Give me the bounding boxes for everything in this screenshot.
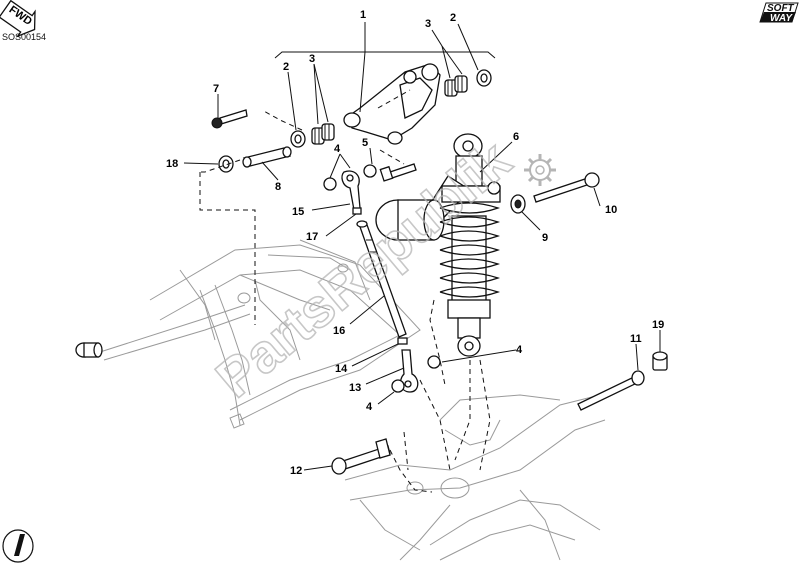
callout-6: 6 xyxy=(513,131,519,143)
rod-end-bottom xyxy=(391,337,441,393)
callout-4-top: 4 xyxy=(334,143,341,155)
callout-5: 5 xyxy=(362,137,368,149)
callout-labels: 1 2 3 2 3 7 4 5 6 18 8 15 17 10 9 16 14 … xyxy=(166,9,664,477)
rocker-bearings-left xyxy=(290,123,335,148)
nut-19 xyxy=(652,351,668,371)
page-tag-icon xyxy=(2,529,34,563)
callout-15: 15 xyxy=(292,206,304,218)
tie-rod-16 xyxy=(356,220,407,338)
bushing-8 xyxy=(242,146,292,168)
bolt-11 xyxy=(577,370,645,411)
rod-end-top xyxy=(323,170,362,215)
callout-9: 9 xyxy=(542,232,548,244)
callout-3-right: 3 xyxy=(425,18,431,30)
assembly-guides xyxy=(199,89,491,493)
callout-7: 7 xyxy=(213,83,219,95)
drawing-code: SOS00154 xyxy=(2,32,47,42)
callout-3-left: 3 xyxy=(309,53,315,65)
bolt-5 xyxy=(363,163,417,182)
frame-outline xyxy=(99,239,421,429)
brand-bottom-text: WAY xyxy=(770,13,793,24)
brand-top-text: SOFT xyxy=(767,3,795,14)
bolt-7 xyxy=(211,109,248,129)
callout-8: 8 xyxy=(275,181,281,193)
callout-13: 13 xyxy=(349,382,361,394)
callout-11: 11 xyxy=(630,333,642,345)
shock-spring xyxy=(439,202,500,298)
shock-absorber xyxy=(375,133,501,357)
bolt-12 xyxy=(331,438,391,475)
callout-18: 18 xyxy=(166,158,178,170)
callout-19: 19 xyxy=(652,319,664,331)
bolt-10 xyxy=(533,172,600,203)
rocker-linkage xyxy=(343,63,441,145)
softway-logo: SOFT WAY xyxy=(759,2,799,24)
callout-14: 14 xyxy=(335,363,348,375)
callout-2-left: 2 xyxy=(283,61,289,73)
gear-icon xyxy=(524,154,556,186)
fwd-arrow-icon: FWD xyxy=(0,0,36,38)
leader-lines xyxy=(183,22,661,471)
washer-9 xyxy=(510,194,526,214)
callout-17: 17 xyxy=(306,231,318,243)
callout-2-right: 2 xyxy=(450,12,456,24)
callout-4-right: 4 xyxy=(516,344,523,356)
washer-18 xyxy=(218,155,234,173)
swingarm-outline xyxy=(344,394,606,561)
callout-4-bottom: 4 xyxy=(366,401,373,413)
callout-12: 12 xyxy=(290,465,302,477)
frame-bushing xyxy=(75,342,103,358)
group-bracket-1 xyxy=(274,51,496,59)
callout-10: 10 xyxy=(605,204,617,216)
rocker-bearings-right xyxy=(444,69,492,97)
callout-16: 16 xyxy=(333,325,345,337)
callout-1: 1 xyxy=(360,9,366,21)
